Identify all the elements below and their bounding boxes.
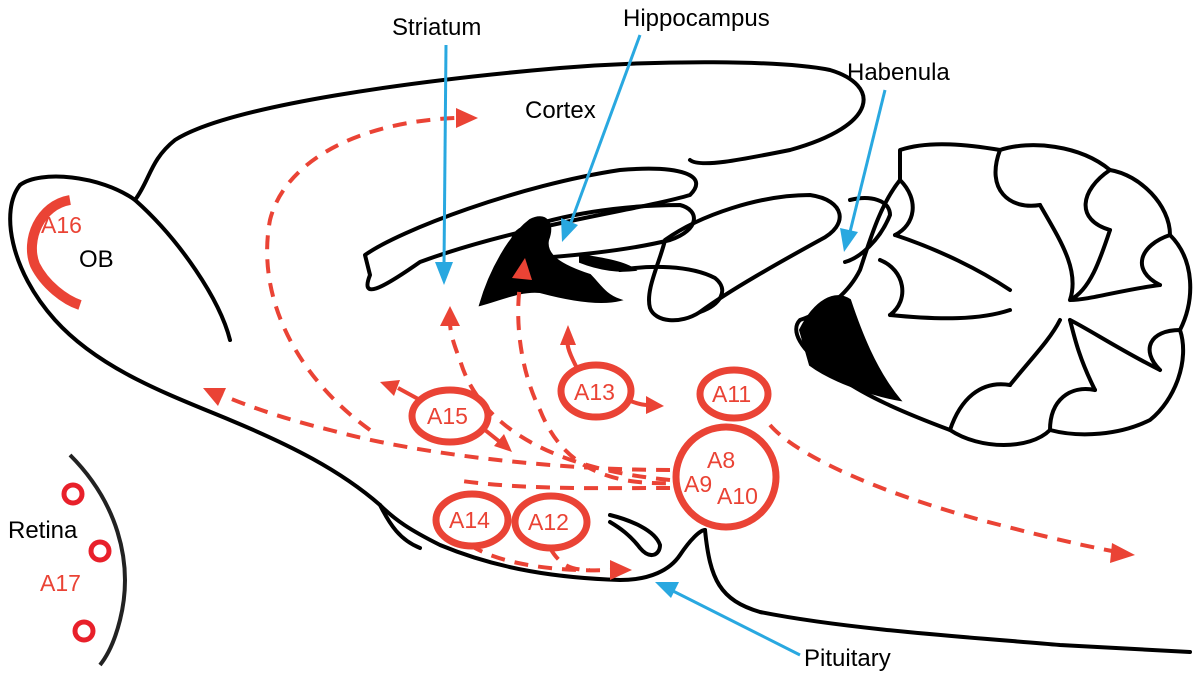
a13-arrow-right-head <box>646 396 664 414</box>
projection-pituitary-head <box>610 560 632 580</box>
projection-ob-head <box>203 388 226 406</box>
projection-a12-pituitary <box>550 548 590 570</box>
hippocampal-fold <box>649 195 840 320</box>
projection-striatum-head <box>440 306 460 326</box>
cerebellum-peduncle <box>800 296 900 400</box>
olfactory-bulb-outline <box>20 62 864 200</box>
label-cortex: Cortex <box>525 97 596 124</box>
cerebellar-folia-inner <box>890 205 1160 390</box>
habenula-pointer-head <box>840 228 858 252</box>
label-a17: A17 <box>40 570 81 596</box>
striatum-pointer-head <box>435 262 453 285</box>
label-habenula: Habenula <box>847 59 950 86</box>
label-ob: OB <box>79 246 114 273</box>
pituitary-notch-outline <box>610 515 660 555</box>
retina <box>64 455 125 665</box>
pituitary-pointer-head <box>655 582 679 598</box>
label-a10: A10 <box>717 483 758 509</box>
retina-dot-2 <box>91 542 109 560</box>
label-a14: A14 <box>449 507 490 533</box>
label-pituitary: Pituitary <box>804 645 891 672</box>
label-a8: A8 <box>707 447 735 473</box>
a15-arrow-down-head <box>494 434 512 452</box>
label-hippocampus: Hippocampus <box>623 5 770 32</box>
a15-arrow-down <box>485 430 500 442</box>
retina-dot-1 <box>64 485 82 503</box>
projection-cortex <box>267 118 455 430</box>
label-striatum: Striatum <box>392 14 481 41</box>
retina-dot-3 <box>75 622 93 640</box>
projection-spinal <box>770 425 1112 551</box>
ob-inner-outline <box>135 200 230 340</box>
brain-outline <box>10 62 1190 652</box>
cerebellum-outline <box>796 144 1190 445</box>
projection-spinal-head <box>1110 543 1135 563</box>
a13-arrow-up-head <box>560 325 576 345</box>
label-a12: A12 <box>528 509 569 535</box>
label-a11: A11 <box>712 381 751 407</box>
a15-arrow-up-head <box>380 380 400 396</box>
label-a15: A15 <box>427 403 468 429</box>
label-retina: Retina <box>8 517 78 544</box>
label-a9: A9 <box>684 471 712 497</box>
striatum-pointer <box>444 45 446 265</box>
projection-cortex-head <box>456 108 478 128</box>
a15-arrow-up <box>398 388 420 400</box>
label-a16: A16 <box>41 212 82 238</box>
third-ventricle <box>580 255 635 271</box>
label-a13: A13 <box>574 379 615 405</box>
